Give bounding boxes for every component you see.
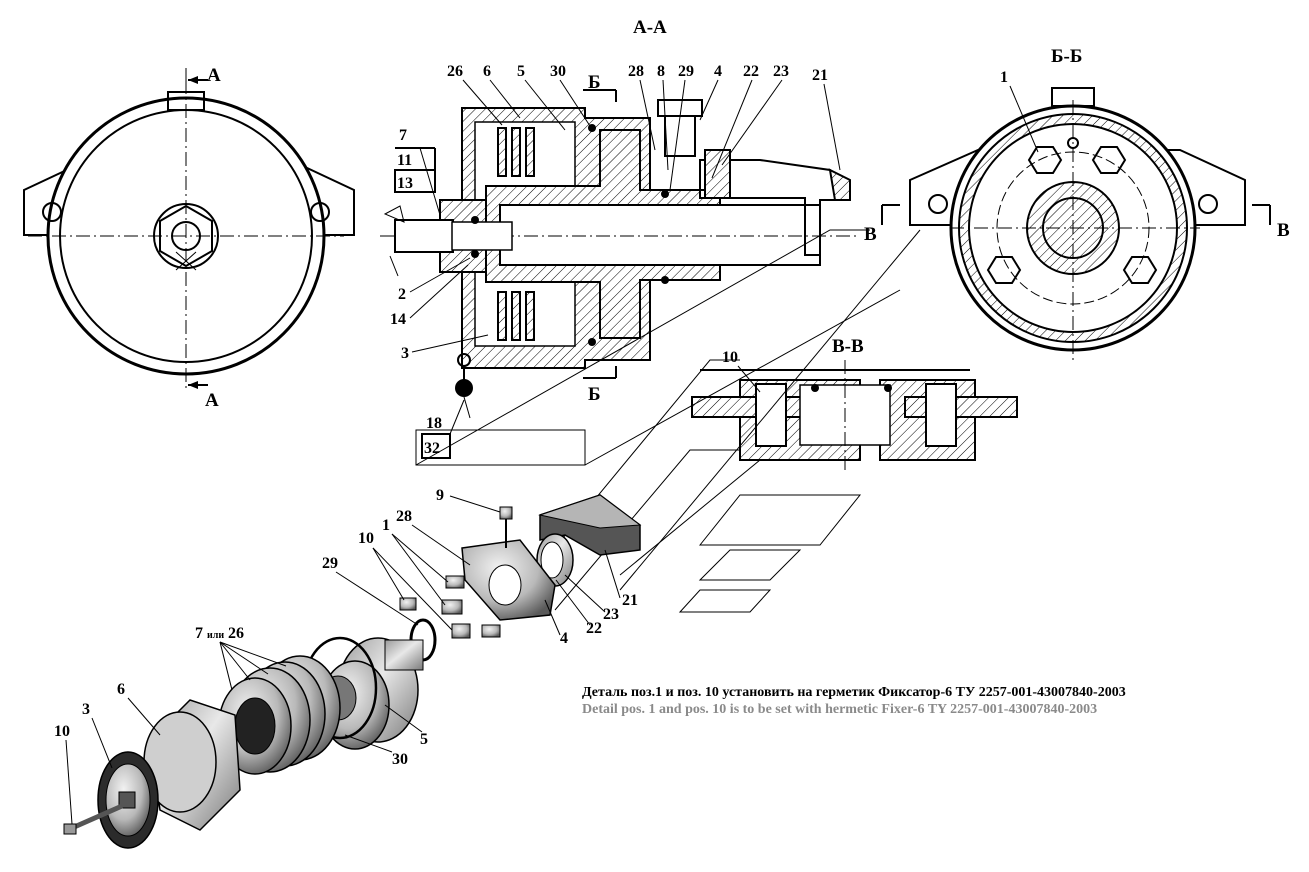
- callout-11: 11: [397, 152, 412, 169]
- callout-13: 13: [397, 175, 413, 192]
- callout-10-vv: 10: [722, 349, 738, 366]
- section-vv: В-В 10: [691, 336, 1018, 470]
- cut-mark-v-left: В: [864, 224, 877, 245]
- callout-18: 18: [426, 415, 442, 432]
- cut-mark-b-top: Б: [588, 72, 601, 93]
- callout-29-exploded: 29: [322, 555, 338, 572]
- section-title-aa: А-А: [633, 17, 667, 38]
- callout-7: 7: [399, 127, 407, 144]
- callout-5-top: 5: [517, 63, 525, 80]
- callout-3: 3: [401, 345, 409, 362]
- callout-32: 32: [424, 440, 440, 457]
- callout-14: 14: [390, 311, 406, 328]
- callout-28-top: 28: [628, 63, 644, 80]
- callout-21-exploded: 21: [622, 592, 638, 609]
- callout-23-top: 23: [773, 63, 789, 80]
- left-end-view: А А: [23, 65, 355, 411]
- section-aa: А-А: [380, 17, 860, 419]
- callout-26-top: 26: [447, 63, 463, 80]
- projection-lines: [415, 229, 921, 613]
- callout-box-7-11-13: 7 11 13: [394, 127, 441, 216]
- callout-6-top: 6: [483, 63, 491, 80]
- cut-mark-a-top: А: [207, 65, 221, 86]
- callout-10-bottom: 10: [54, 723, 70, 740]
- note-english: Detail pos. 1 and pos. 10 is to be set w…: [582, 702, 1097, 717]
- cut-mark-b-bottom: Б: [588, 384, 601, 405]
- callout-7-or-26-word: или: [207, 630, 224, 641]
- callout-3-exploded: 3: [82, 701, 90, 718]
- cut-mark-v-right: В: [1277, 220, 1290, 241]
- callout-9: 9: [436, 487, 444, 504]
- callout-4-exploded: 4: [560, 630, 568, 647]
- note-russian: Деталь поз.1 и поз. 10 установить на гер…: [582, 685, 1126, 700]
- section-title-vv: В-В: [832, 336, 864, 357]
- callout-28-exploded: 28: [396, 508, 412, 525]
- callout-10-exploded: 10: [358, 530, 374, 547]
- callout-29-top: 29: [678, 63, 694, 80]
- callout-7-or-26-a: 7: [195, 625, 203, 642]
- callout-7-or-26-b: 26: [228, 625, 244, 642]
- callout-2: 2: [398, 286, 406, 303]
- callout-5-exploded: 5: [420, 731, 428, 748]
- callout-23-exploded: 23: [603, 606, 619, 623]
- callout-1-exploded: 1: [382, 517, 390, 534]
- exploded-view: [63, 494, 642, 849]
- section-bb: Б-Б 1: [909, 46, 1246, 360]
- callout-4-top: 4: [714, 63, 722, 80]
- callout-30-exploded: 30: [392, 751, 408, 768]
- callout-1-bb: 1: [1000, 69, 1008, 86]
- cut-mark-a-bottom: А: [205, 390, 219, 411]
- callout-8-top: 8: [657, 63, 665, 80]
- callout-22-top: 22: [743, 63, 759, 80]
- callout-21-top: 21: [812, 67, 828, 84]
- callout-6-exploded: 6: [117, 681, 125, 698]
- section-title-bb: Б-Б: [1051, 46, 1082, 67]
- callout-30-top: 30: [550, 63, 566, 80]
